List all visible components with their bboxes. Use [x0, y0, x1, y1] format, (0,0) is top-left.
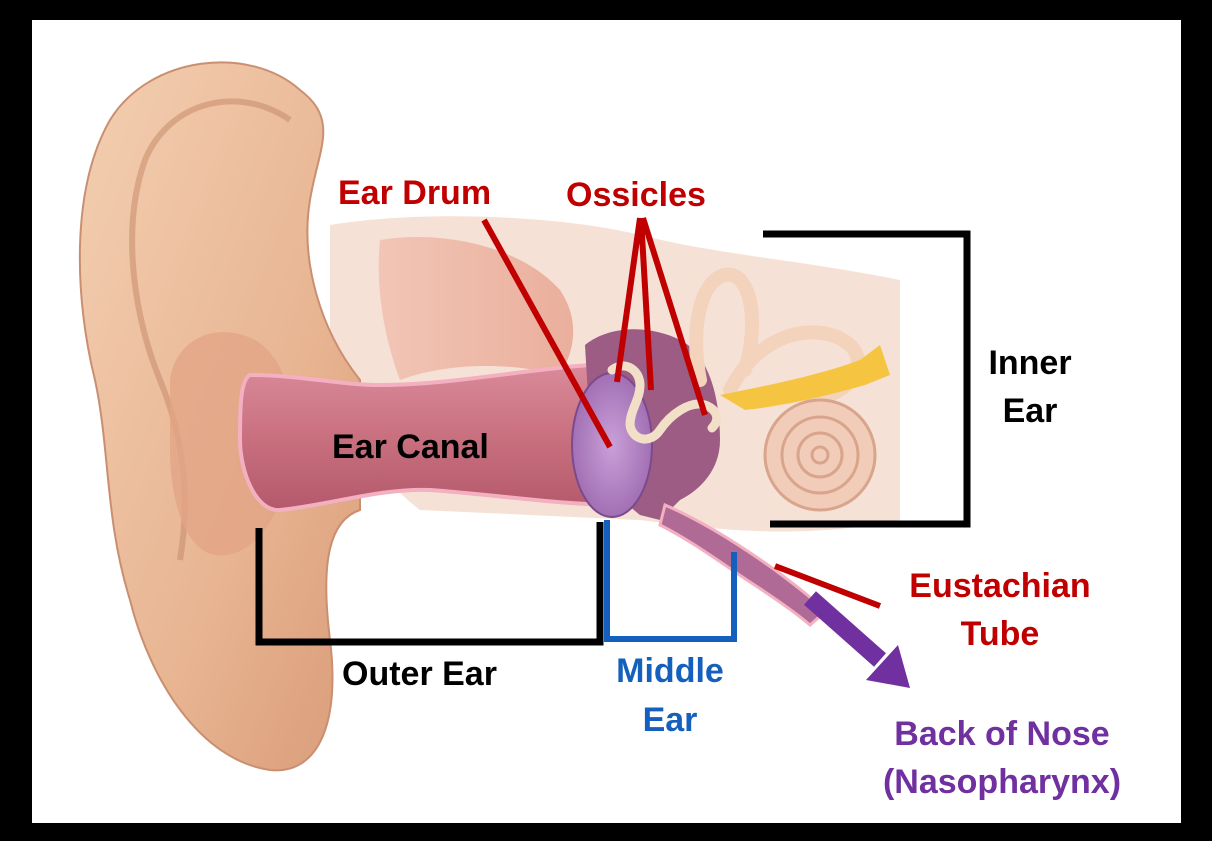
ear-canal-label: Ear Canal	[332, 428, 489, 466]
middle-ear-label-line1: Middle	[616, 652, 724, 690]
cochlea	[765, 400, 875, 510]
eustachian-tube-label-line2: Tube	[961, 615, 1040, 653]
eustachian-tube-label-line1: Eustachian	[909, 567, 1090, 605]
nasopharynx-label: (Nasopharynx)	[883, 763, 1121, 801]
inner-ear-label-line2: Ear	[1003, 392, 1058, 430]
ear-drum-label: Ear Drum	[338, 174, 491, 212]
ossicles-label: Ossicles	[566, 176, 706, 214]
inner-ear-label-line1: Inner	[988, 344, 1071, 382]
back-of-nose-label: Back of Nose	[894, 715, 1109, 753]
middle-ear-label-line2: Ear	[643, 701, 698, 739]
outer-ear-label: Outer Ear	[342, 655, 497, 693]
